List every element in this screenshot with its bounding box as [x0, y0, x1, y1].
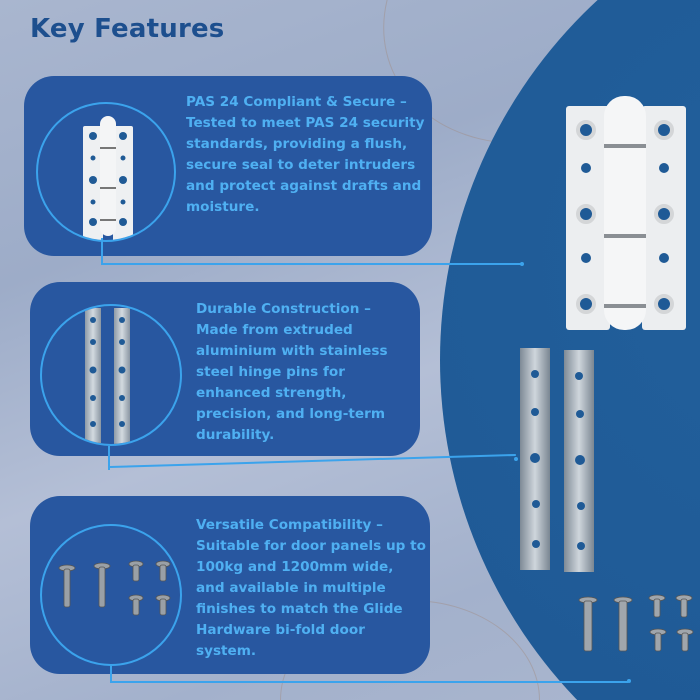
feature-card-pas24: PAS 24 Compliant & Secure – Tested to me…: [24, 76, 432, 256]
thumbnail-circle: [40, 524, 182, 666]
screws-icon: [58, 560, 171, 616]
thumbnail-circle: [36, 102, 176, 242]
feature-text: PAS 24 Compliant & Secure – Tested to me…: [186, 94, 425, 215]
steel-plates-icon: [85, 308, 130, 444]
connector-line-3-horizontal: [110, 681, 628, 683]
connector-dot: [520, 262, 524, 266]
connector-line-2-vertical: [108, 446, 110, 470]
thumbnail-circle: [40, 304, 182, 446]
connector-line-1-horizontal: [101, 263, 521, 265]
steel-plates-large-icon: [520, 348, 594, 572]
feature-text: Durable Construction – Made from extrude…: [196, 301, 388, 443]
connector-dot: [514, 457, 518, 461]
feature-card-durable: Durable Construction – Made from extrude…: [30, 282, 420, 456]
white-hinge-large-icon: [566, 96, 686, 330]
feature-text: Versatile Compatibility – Suitable for d…: [196, 517, 426, 659]
feature-card-versatile: Versatile Compatibility – Suitable for d…: [30, 496, 430, 674]
connector-dot: [627, 679, 631, 683]
connector-line-3-vertical: [110, 664, 112, 682]
white-hinge-icon: [83, 116, 133, 240]
screws-large-icon: [578, 594, 694, 652]
connector-line-1-vertical: [101, 238, 103, 263]
page-title: Key Features: [30, 14, 225, 44]
